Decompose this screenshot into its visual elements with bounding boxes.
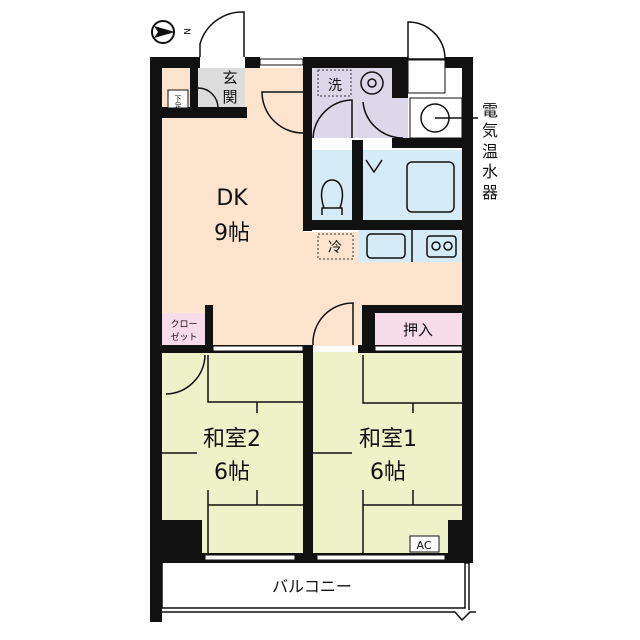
- wall-toilet-right: [352, 140, 363, 220]
- window-balcony-2[interactable]: [204, 554, 296, 561]
- fridge-label: 冷: [328, 240, 342, 256]
- water-heater-label-4: 水: [482, 162, 498, 181]
- wall-top: [150, 57, 200, 68]
- genkan-area: [198, 68, 245, 108]
- sink-icon: [366, 233, 406, 259]
- entrance-door[interactable]: [199, 11, 245, 57]
- wall-genkan-side: [190, 68, 198, 118]
- window-washitsu2-dk[interactable]: [212, 345, 304, 352]
- shoe-cabinet-door[interactable]: [197, 87, 219, 109]
- compass-north-label: N: [181, 28, 191, 35]
- pillar-left: [162, 520, 202, 555]
- stove-icon: [426, 235, 457, 258]
- wall-top-right: [303, 57, 408, 68]
- washitsu2-name-label: 和室2: [203, 427, 261, 452]
- shoe-box: [167, 89, 189, 109]
- closet-label-2: ゼット: [170, 331, 197, 343]
- ac-box: [409, 535, 440, 553]
- bath-area: [363, 150, 462, 220]
- basin-drain: [367, 78, 377, 88]
- window-washitsu1-oshiire[interactable]: [374, 345, 463, 352]
- closet-area: [162, 313, 207, 345]
- oshiire-area: [375, 313, 462, 345]
- wall-wash-right: [392, 68, 408, 98]
- service-door[interactable]: [407, 21, 446, 60]
- water-heater-label-2: 気: [482, 121, 498, 140]
- balcony: [161, 562, 476, 622]
- wall-top-mid: [245, 57, 260, 68]
- window-balcony-1[interactable]: [316, 554, 446, 561]
- pillar-right: [448, 520, 462, 555]
- wall-heater: [392, 138, 473, 148]
- wall-rooms-divider: [303, 345, 313, 563]
- bathtub-icon: [406, 161, 455, 213]
- balcony-label: バルコニー: [272, 577, 352, 596]
- dk-name-label: DK: [216, 186, 248, 211]
- compass-arrow: [154, 26, 175, 38]
- genkan-label-1: 玄: [222, 69, 237, 87]
- bath-door[interactable]: [362, 101, 404, 139]
- toilet-door[interactable]: [312, 99, 353, 139]
- closet-label-1: クロー: [170, 319, 197, 330]
- washitsu1-size-label: 6帖: [370, 460, 406, 485]
- closet-door[interactable]: [165, 354, 206, 395]
- burner-icon: [443, 241, 453, 251]
- genkan-label-2: 関: [222, 88, 237, 106]
- washer-space: [317, 69, 352, 97]
- window-top[interactable]: [259, 58, 304, 66]
- wall-oshiire: [362, 305, 473, 313]
- wall-closet: [205, 305, 213, 350]
- wall-genkan: [150, 107, 247, 118]
- tatami-lines-1: [313, 355, 462, 553]
- water-heater-label-3: 温: [482, 142, 498, 161]
- shoe-label: 下足: [174, 95, 182, 110]
- washitsu1-door[interactable]: [312, 302, 354, 346]
- wall-wet-left: [303, 68, 312, 231]
- wall-wet-bottom: [303, 220, 473, 230]
- washitsu1-name-label: 和室1: [359, 427, 417, 452]
- wall-oshiire-side: [362, 305, 375, 353]
- wall-bottom: [150, 553, 473, 563]
- water-heater-label-1: 電: [482, 101, 498, 120]
- toilet-area: [312, 150, 352, 220]
- washroom-door[interactable]: [261, 91, 304, 134]
- tatami-lines-2: [162, 355, 303, 553]
- wash-basin: [360, 71, 384, 95]
- dk-size-label: 9帖: [214, 221, 250, 246]
- oshiire-label: 押入: [403, 321, 433, 339]
- toilet-icon: [320, 179, 344, 215]
- service-box: [407, 59, 446, 94]
- burner-icon: [431, 241, 441, 251]
- vanity-icon: [365, 159, 383, 174]
- fridge-space: [317, 233, 354, 260]
- washroom-label: 洗: [328, 78, 342, 94]
- water-heater-label-5: 器: [482, 183, 498, 202]
- wall-top-far: [445, 57, 473, 68]
- ac-label: AC: [416, 539, 431, 552]
- washitsu2-size-label: 6帖: [214, 460, 250, 485]
- wall-left: [150, 57, 162, 622]
